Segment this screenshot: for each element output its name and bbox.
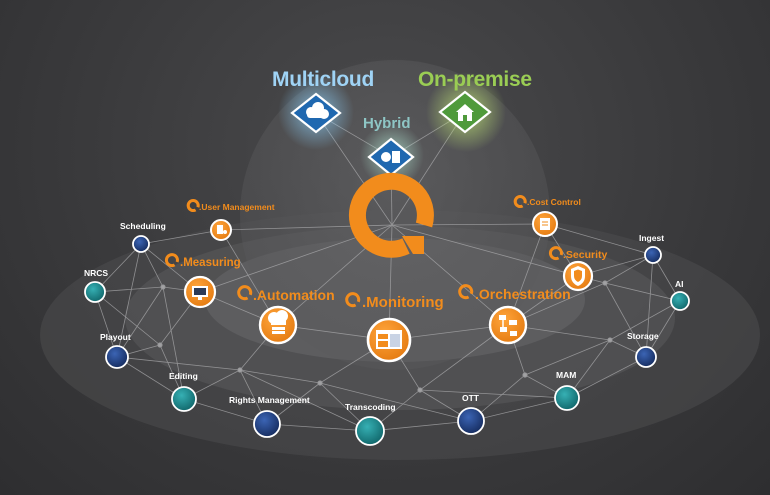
measuring-module-icon — [183, 275, 217, 309]
measuring-logo-icon — [164, 253, 179, 268]
edge-j7-ai — [609, 300, 681, 341]
edge-ing-stor — [645, 254, 654, 358]
monitoring-logo-icon — [345, 292, 361, 308]
security-logo-icon — [548, 246, 563, 261]
edge-stor-ai — [645, 300, 681, 358]
edge-edit-rights — [183, 398, 268, 425]
playout-label: Playout — [100, 332, 131, 342]
junction-dot — [522, 372, 528, 378]
junction-dot — [602, 280, 608, 286]
rights-management-label: Rights Management — [229, 395, 310, 405]
on-premise-icon — [438, 90, 492, 134]
edge-ott-j3 — [319, 382, 472, 422]
automation-label: .Automation — [253, 287, 335, 303]
rights-management-node — [253, 410, 281, 438]
ingest-node — [644, 246, 662, 264]
editing-label: Editing — [169, 371, 198, 381]
edge-rights-trans — [266, 423, 371, 432]
edge-ing-cc — [544, 223, 654, 256]
edge-mam-stor — [566, 356, 647, 399]
mam-label: MAM — [556, 370, 577, 380]
edge-sch-play — [116, 243, 142, 358]
edge-play-j2 — [116, 356, 241, 371]
junction-dot — [607, 337, 613, 343]
edge-ott-mam — [470, 397, 568, 422]
edge-ai-j6 — [604, 282, 681, 302]
ai-node — [670, 291, 690, 311]
playout-node — [105, 345, 129, 369]
scheduling-node — [132, 235, 150, 253]
edge-sch-um — [140, 229, 222, 245]
security-module-icon — [562, 260, 594, 292]
edge-nrcs-j8 — [94, 291, 161, 346]
junction-dot — [157, 342, 163, 348]
edge-trans-ott — [369, 420, 472, 432]
orchestration-logo-icon — [458, 284, 474, 300]
user-management-label: .User Management — [199, 202, 275, 212]
transcoding-label: Transcoding — [345, 402, 396, 412]
on-premise-label: On-premise — [418, 68, 532, 91]
automation-logo-icon — [237, 285, 253, 301]
central-logo-icon — [348, 172, 434, 258]
multicloud-label: Multicloud — [272, 68, 374, 91]
edge-j1-play — [116, 286, 164, 358]
mam-node — [554, 385, 580, 411]
hybrid-label: Hybrid — [363, 115, 411, 132]
orchestration-module-icon — [488, 305, 528, 345]
ott-node — [457, 407, 485, 435]
edge-j5-j7 — [524, 339, 611, 376]
edge-trans-j2 — [239, 369, 371, 432]
endpoint-nodes — [84, 235, 690, 446]
junction-dot — [317, 380, 323, 386]
storage-label: Storage — [627, 331, 659, 341]
monitoring-module-icon — [366, 317, 412, 363]
edge-nrcs-j1 — [94, 286, 164, 293]
user-management-logo-icon — [186, 199, 200, 212]
junction-dot — [160, 284, 166, 290]
edge-j2-j3 — [239, 369, 321, 384]
cost-control-logo-icon — [513, 195, 527, 208]
editing-node — [171, 386, 197, 412]
user-management-module-icon — [210, 219, 232, 241]
edge-logo-cc — [391, 223, 546, 226]
edge-j1-edit — [162, 286, 185, 400]
nrcs-label: NRCS — [84, 268, 109, 278]
ingest-label: Ingest — [639, 233, 665, 243]
monitoring-label: .Monitoring — [362, 294, 444, 311]
transcoding-node — [355, 416, 385, 446]
edge-stor-j6 — [604, 282, 647, 358]
edge-ing-j6 — [604, 254, 654, 284]
edge-sch-nrcs — [94, 243, 142, 293]
scheduling-label: Scheduling — [120, 221, 166, 231]
edge-logo-se — [391, 224, 579, 277]
edge-play-edit — [116, 356, 185, 400]
nrcs-node — [84, 281, 106, 303]
storage-node — [635, 346, 657, 368]
orchestration-label: .Orchestration — [475, 286, 571, 302]
multicloud-icon — [290, 92, 342, 134]
cost-control-label: .Cost Control — [527, 197, 581, 207]
edge-mam-j4 — [419, 389, 568, 399]
junction-dot — [417, 387, 423, 393]
junction-dot — [237, 367, 243, 373]
logo-marks — [164, 195, 563, 308]
ott-label: OTT — [462, 393, 479, 403]
ai-label: AI — [675, 279, 684, 289]
cost-control-module-icon — [532, 211, 558, 237]
security-label: .Security — [563, 249, 608, 261]
automation-module-icon — [258, 305, 298, 345]
measuring-label: .Measuring — [180, 257, 241, 269]
